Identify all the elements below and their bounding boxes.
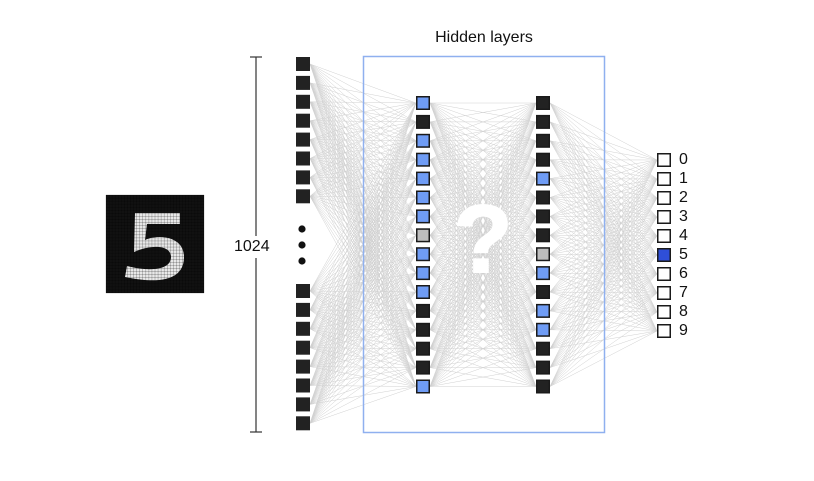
hidden2-node bbox=[536, 133, 550, 148]
hidden2-node bbox=[536, 190, 550, 205]
hidden1-node bbox=[416, 96, 430, 110]
hidden2-node bbox=[536, 360, 550, 375]
input-node bbox=[296, 113, 310, 128]
hidden1-node bbox=[416, 114, 430, 129]
input-node bbox=[296, 132, 310, 147]
output-node-7 bbox=[657, 286, 671, 300]
input-node bbox=[296, 57, 310, 71]
output-node-0 bbox=[657, 153, 671, 167]
input-node bbox=[296, 75, 310, 90]
input-node bbox=[296, 359, 310, 374]
hidden1-node bbox=[416, 266, 430, 281]
output-label-1: 1 bbox=[679, 170, 688, 187]
input-node bbox=[296, 321, 310, 336]
hidden2-node bbox=[536, 341, 550, 356]
output-label-0: 0 bbox=[679, 151, 688, 168]
hidden2-node bbox=[536, 209, 550, 224]
output-node-5 bbox=[657, 248, 671, 262]
hidden1-node bbox=[416, 285, 430, 299]
hidden2-node bbox=[536, 303, 550, 318]
input-node bbox=[296, 416, 310, 431]
hidden-layers-box bbox=[362, 55, 606, 434]
ellipsis-dot bbox=[298, 225, 306, 233]
hidden1-node bbox=[416, 322, 430, 337]
hidden1-node bbox=[416, 133, 430, 148]
input-node bbox=[296, 340, 310, 355]
output-label-4: 4 bbox=[679, 227, 688, 244]
hidden2-node bbox=[536, 322, 550, 337]
hidden1-node bbox=[416, 303, 430, 318]
output-node-9 bbox=[657, 324, 671, 338]
hidden2-node bbox=[536, 171, 550, 186]
hidden2-node bbox=[536, 228, 550, 243]
hidden2-node bbox=[536, 379, 550, 394]
output-node-8 bbox=[657, 305, 671, 319]
hidden1-node bbox=[416, 341, 430, 356]
ellipsis-dot bbox=[298, 241, 306, 249]
hidden1-node bbox=[416, 379, 430, 394]
input-node bbox=[296, 397, 310, 412]
output-label-3: 3 bbox=[679, 208, 688, 225]
input-node bbox=[296, 189, 310, 204]
input-node bbox=[296, 284, 310, 298]
output-node-3 bbox=[657, 210, 671, 224]
hidden1-node bbox=[416, 190, 430, 205]
output-node-2 bbox=[657, 191, 671, 205]
output-label-6: 6 bbox=[679, 265, 688, 282]
input-node bbox=[296, 302, 310, 317]
ellipsis-dot bbox=[298, 257, 306, 265]
output-label-2: 2 bbox=[679, 189, 688, 206]
hidden1-node bbox=[416, 152, 430, 167]
hidden2-node bbox=[536, 285, 550, 299]
input-node bbox=[296, 170, 310, 185]
input-size-label: 1024 bbox=[234, 236, 270, 258]
question-mark-icon: ? bbox=[454, 186, 513, 293]
output-label-5: 5 bbox=[679, 246, 688, 263]
hidden1-node bbox=[416, 171, 430, 186]
output-node-1 bbox=[657, 172, 671, 186]
output-node-4 bbox=[657, 229, 671, 243]
hidden2-node bbox=[536, 114, 550, 129]
hidden2-node bbox=[536, 247, 550, 262]
input-digit-image bbox=[105, 194, 205, 294]
hidden2-node bbox=[536, 152, 550, 167]
hidden1-node bbox=[416, 209, 430, 224]
output-node-6 bbox=[657, 267, 671, 281]
hidden1-node bbox=[416, 228, 430, 243]
hidden2-node bbox=[536, 96, 550, 110]
output-label-7: 7 bbox=[679, 284, 688, 301]
hidden1-node bbox=[416, 360, 430, 375]
hidden-layers-title: Hidden layers bbox=[435, 29, 533, 46]
output-label-9: 9 bbox=[679, 322, 688, 339]
hidden2-node bbox=[536, 266, 550, 281]
input-node bbox=[296, 94, 310, 109]
input-node bbox=[296, 378, 310, 393]
output-label-8: 8 bbox=[679, 303, 688, 320]
input-node bbox=[296, 151, 310, 166]
hidden1-node bbox=[416, 247, 430, 262]
